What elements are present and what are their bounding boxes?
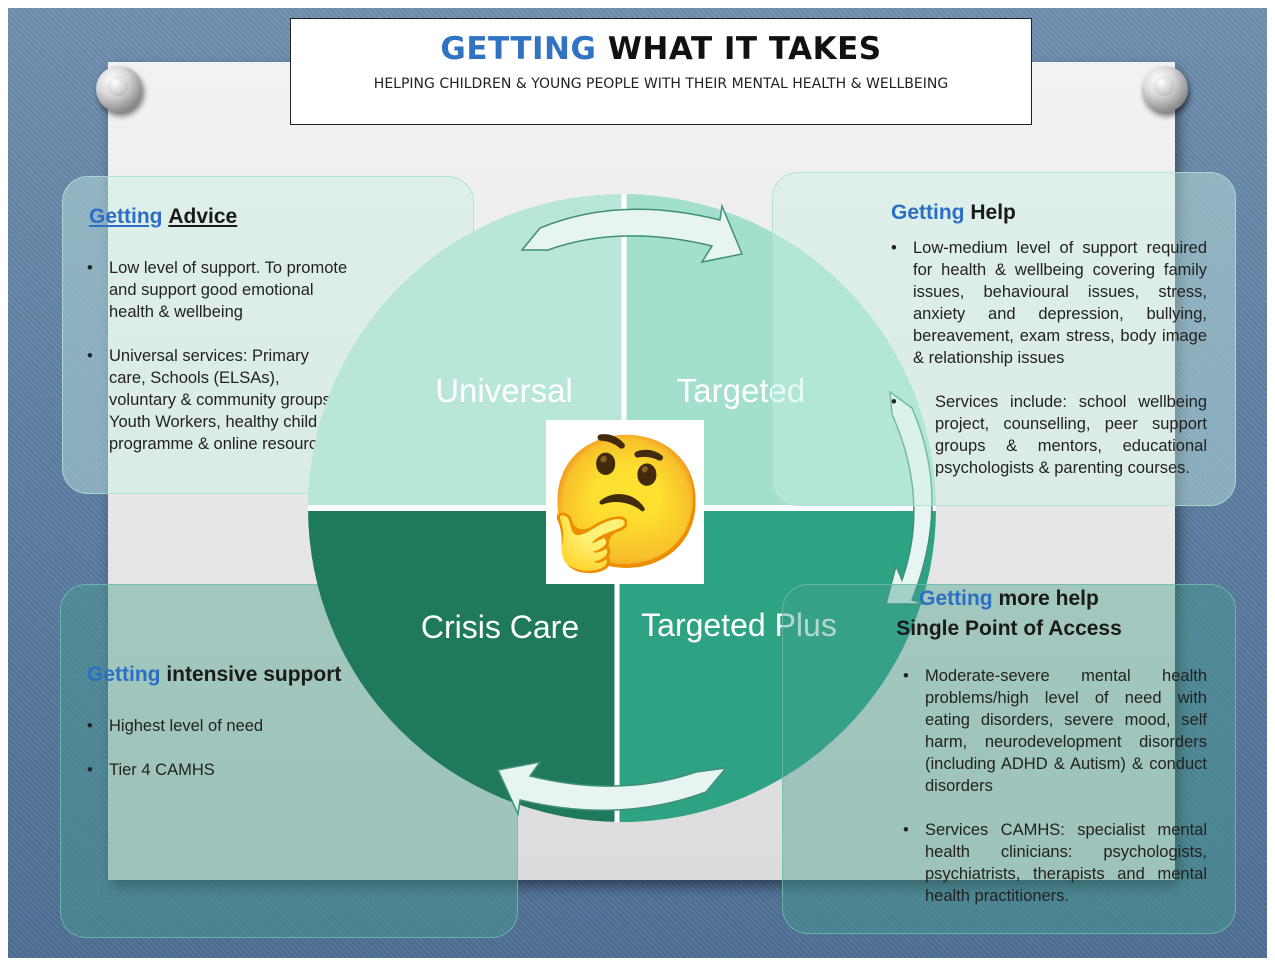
page-subtitle: HELPING CHILDREN & YOUNG PEOPLE WITH THE… (373, 76, 949, 92)
list-item: Services include: school wellbeing proje… (891, 391, 1207, 479)
pushpin-left-icon (96, 66, 142, 112)
list-item: Low level of support. To promote and sup… (87, 257, 349, 323)
panel-help-heading: Getting Help (891, 201, 1016, 225)
heading-advice: Advice (168, 205, 238, 228)
panel-more-help-heading: Getting more help (783, 587, 1235, 611)
heading-getting: Getting (919, 587, 993, 610)
panel-intensive-heading: Getting intensive support (87, 663, 341, 687)
panel-more-help: Getting more help Single Point of Access… (782, 584, 1236, 934)
label-universal: Universal (435, 372, 573, 409)
label-targeted-plus: Targeted Plus (641, 607, 837, 643)
more-help-list: Moderate-severe mental health problems/h… (903, 665, 1207, 929)
title-box: GETTING WHAT IT TAKES HELPING CHILDREN &… (290, 18, 1032, 125)
thinking-face-icon: 🤔 (546, 429, 708, 575)
heading-getting: Getting (87, 663, 161, 686)
list-item: Highest level of need (87, 715, 417, 737)
title-highlight: GETTING (440, 31, 597, 67)
list-item: Universal services: Primary care, School… (87, 345, 349, 455)
heading-getting: Getting (89, 205, 163, 228)
heading-intensive: intensive support (166, 663, 342, 686)
panel-advice-heading: Getting Advice (89, 205, 237, 229)
label-crisis-care: Crisis Care (421, 609, 579, 645)
help-list: Low-medium level of support required for… (891, 237, 1207, 501)
panel-more-help-subheading: Single Point of Access (896, 617, 1122, 640)
advice-list: Low level of support. To promote and sup… (87, 257, 349, 477)
panel-help: Getting Help Low-medium level of support… (772, 172, 1236, 506)
list-item: Tier 4 CAMHS (87, 759, 417, 781)
page-title: GETTING WHAT IT TAKES (291, 31, 1031, 67)
list-item: Low-medium level of support required for… (891, 237, 1207, 369)
heading-more-help: more help (998, 587, 1099, 610)
top-curved-arrow-icon (520, 203, 744, 264)
heading-help: Help (970, 201, 1016, 224)
title-rest: WHAT IT TAKES (607, 31, 882, 67)
bottom-curved-arrow-icon (496, 760, 728, 817)
heading-getting: Getting (891, 201, 965, 224)
pushpin-right-icon (1142, 66, 1188, 112)
center-icon-box: 🤔 (546, 420, 708, 584)
intensive-list: Highest level of need Tier 4 CAMHS (87, 715, 417, 803)
label-targeted: Targeted (677, 372, 805, 409)
list-item: Services CAMHS: specialist mental health… (903, 819, 1207, 907)
list-item: Moderate-severe mental health problems/h… (903, 665, 1207, 797)
